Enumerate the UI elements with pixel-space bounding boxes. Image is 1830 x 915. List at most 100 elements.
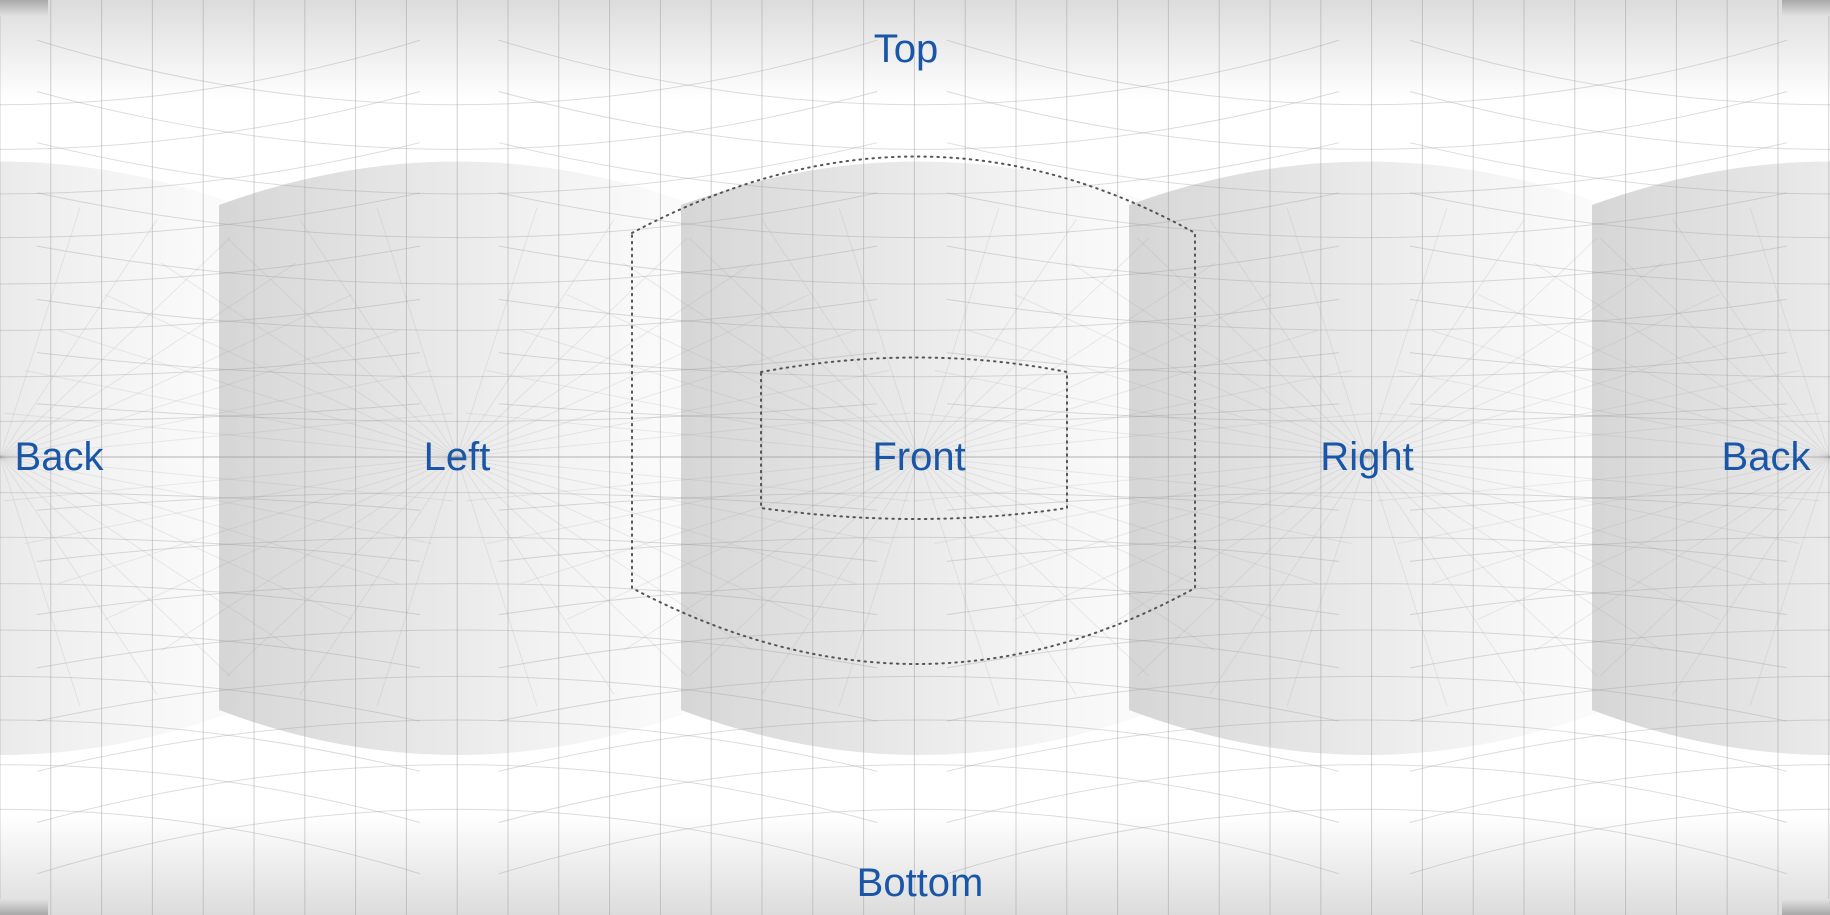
grid-radial-spoke (623, 262, 1215, 652)
face-left-shade (219, 161, 695, 755)
grid-latitude-arc (0, 675, 421, 722)
grid-latitude-arc (1409, 808, 1830, 875)
grid-radial-spoke (1672, 456, 1830, 695)
grid-radial-spoke (0, 330, 399, 458)
grid-latitude-arc (0, 719, 421, 772)
grid-latitude-arc (1409, 352, 1830, 378)
grid-latitude-arc (946, 492, 1788, 511)
grid-radial-spoke (58, 330, 856, 584)
grid-radial-spoke (1136, 237, 1598, 677)
grid-latitude-arc (36, 245, 878, 285)
face-front-shade (681, 161, 1157, 755)
grid-latitude-arc (498, 192, 1340, 239)
grid-latitude-arc (36, 90, 878, 150)
grid-radial-spoke (0, 456, 231, 677)
grid-radial-spoke (0, 412, 454, 458)
grid-latitude-arc (498, 403, 1340, 422)
grid-latitude-arc (1409, 583, 1830, 616)
grid-radial-spoke (0, 456, 296, 652)
grid-radial-spoke (299, 219, 615, 695)
face-back-left-shade (0, 161, 238, 755)
grid-radial-spoke (3, 412, 911, 502)
grid-radial-spoke (934, 370, 1800, 544)
corner-mark-bottom-left (0, 899, 48, 915)
grid-radial-spoke (520, 330, 1318, 584)
grid-latitude-arc (498, 583, 1340, 616)
grid-latitude-arc (36, 719, 878, 772)
label-front: Front (872, 435, 966, 479)
grid-radial-spoke (0, 455, 81, 707)
grid-radial-spoke (299, 219, 615, 695)
grid-radial-spoke (688, 237, 1150, 677)
grid-radial-spoke (913, 412, 1821, 502)
grid-radial-spoke (1599, 456, 1830, 677)
grid-radial-spoke (376, 207, 538, 707)
bottom-pole-band (0, 815, 1830, 915)
grid-latitude-arc (0, 764, 421, 824)
grid-latitude-arc (1409, 536, 1830, 562)
grid-latitude-arc (36, 492, 878, 511)
label-left: Left (423, 435, 491, 479)
grid-radial-spoke (0, 237, 231, 458)
grid-radial-spoke (1534, 262, 1830, 458)
grid-latitude-arc (36, 536, 878, 562)
grid-radial-spoke (1209, 219, 1525, 695)
grid-radial-spoke (1376, 412, 1830, 458)
grid-latitude-arc (0, 536, 421, 562)
grid-latitude-arc (36, 808, 878, 875)
grid-latitude-arc (0, 583, 421, 616)
grid-radial-spoke (0, 456, 433, 544)
grid-radial-spoke (566, 293, 1272, 621)
grid-radial-spoke (838, 207, 1000, 707)
top-pole-band (0, 0, 1830, 100)
grid-latitude-arc (0, 192, 421, 239)
grid-radial-spoke (24, 370, 890, 544)
corner-mark-bottom-right (1782, 899, 1830, 915)
grid-latitude-arc (1409, 245, 1830, 285)
grid-radial-spoke (0, 456, 353, 621)
grid-latitude-arc (36, 192, 878, 239)
grid-latitude-arc (498, 298, 1340, 331)
grid-radial-spoke (1071, 262, 1663, 652)
grid-latitude-arc (946, 352, 1788, 378)
grid-radial-spoke (1534, 456, 1830, 652)
grid-radial-spoke (0, 370, 433, 458)
grid-radial-spoke (0, 219, 158, 458)
grid-radial-spoke (58, 330, 856, 584)
grid-latitude-arc (946, 629, 1788, 669)
grid-latitude-arc (498, 629, 1340, 669)
grid-latitude-arc (1409, 298, 1830, 331)
grid-latitude-arc (498, 39, 1340, 106)
grid-radial-spoke (0, 293, 353, 458)
grid-latitude-arc (498, 675, 1340, 722)
grid-radial-spoke (1749, 455, 1830, 707)
face-right-shade (1129, 161, 1605, 755)
grid-radial-spoke (968, 330, 1766, 584)
grid-radial-spoke (104, 293, 810, 621)
grid-latitude-arc (946, 675, 1788, 722)
label-back-right: Back (1721, 435, 1811, 479)
grid-radial-spoke (376, 207, 538, 707)
grid-latitude-arc (36, 298, 878, 331)
grid-radial-spoke (761, 219, 1077, 695)
grid-radial-spoke (1397, 456, 1830, 544)
grid-latitude-arc (36, 142, 878, 195)
label-bottom: Bottom (856, 861, 984, 905)
grid-radial-spoke (226, 237, 688, 677)
grid-latitude-arc (498, 536, 1340, 562)
face-shading-layer (0, 161, 1830, 755)
grid-latitude-arc (0, 403, 421, 422)
grid-radial-spoke (486, 370, 1352, 544)
grid-latitude-arc (0, 39, 421, 106)
grid-radial-spoke (520, 330, 1318, 584)
grid-latitude-arc (946, 583, 1788, 616)
grid-latitude-arc (946, 142, 1788, 195)
grid-radial-spoke (486, 370, 1352, 544)
label-back-left: Back (14, 435, 104, 479)
grid-radial-spoke (1209, 219, 1525, 695)
grid-radial-spoke (226, 237, 688, 677)
grid-latitude-arc (498, 142, 1340, 195)
